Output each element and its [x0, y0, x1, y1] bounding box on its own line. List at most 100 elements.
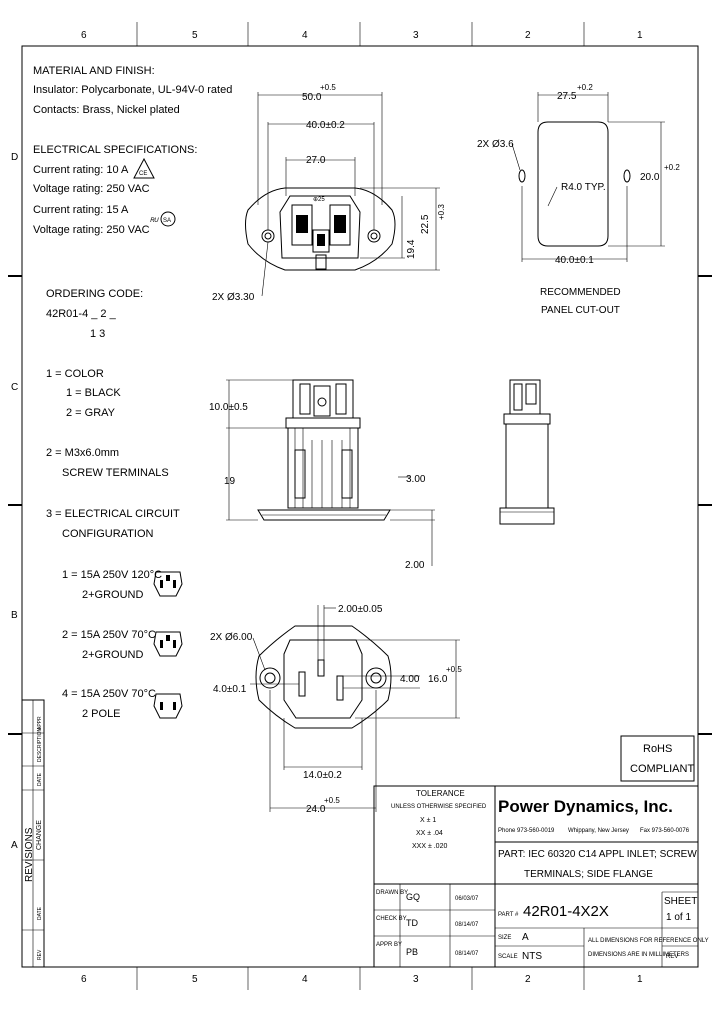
check-by-label: CHECK BY: [376, 916, 407, 922]
dim-27: 27.0: [306, 155, 326, 166]
title-block: TOLERANCE UNLESS OTHERWISE SPECIFIED X ±…: [373, 785, 709, 968]
row-label: A: [11, 840, 18, 851]
tolerance-x: X ± 1: [420, 817, 436, 824]
side-dim-19: 19: [224, 476, 236, 487]
sheet-value: 1 of 1: [666, 912, 691, 923]
front-view-dims: 2.00±0.05 2X Ø6.00 4.0±0.1 4.00 16.0 +0.…: [210, 604, 462, 815]
side-dim-3: 3.00: [406, 474, 426, 485]
cutout-label-1: RECOMMENDED: [540, 287, 621, 298]
rev-date: DATE: [37, 772, 43, 786]
front-dim-24-tol: +0.5: [324, 796, 340, 805]
part-description: PART: IEC 60320 C14 APPL INLET; SCREW: [498, 849, 697, 860]
material-heading: MATERIAL AND FINISH:: [33, 65, 155, 77]
col-label: 4: [302, 30, 308, 41]
units-note: DIMENSIONS ARE IN MILLIMETERS: [588, 952, 689, 958]
col-label: 1: [637, 30, 643, 41]
drawn-by-label: DRAWN BY: [376, 890, 408, 896]
cut-holes: 2X Ø3.6: [477, 139, 514, 150]
dim-50-tol: +0.5: [320, 83, 336, 92]
ordering-code-positions: 1 3: [90, 328, 105, 340]
front-dim-400: 4.00: [400, 674, 420, 685]
dim-22: 22.5: [420, 214, 431, 234]
circuit-heading-2: CONFIGURATION: [62, 528, 154, 540]
end-view: [499, 379, 555, 525]
side-view-dims: 10.0±0.5 19 3.00 2.00: [209, 379, 435, 571]
dim-40: 40.0±0.2: [306, 120, 345, 131]
rev-label: REV: [666, 954, 678, 960]
col-label: 3: [413, 30, 419, 41]
reference-note: ALL DIMENSIONS FOR REFERENCE ONLY: [588, 938, 709, 944]
front-dim-200: 2.00±0.05: [338, 604, 383, 615]
electrical-heading: ELECTRICAL SPECIFICATIONS:: [33, 144, 197, 156]
rohs-text: RoHS: [643, 743, 672, 755]
ordering-code-value: 42R01-4 _ 2 _: [46, 308, 117, 320]
tolerance-sub: UNLESS OTHERWISE SPECIFIED: [391, 804, 487, 810]
sheet-label: SHEET: [664, 896, 697, 907]
part-number: 42R01-4X2X: [523, 903, 609, 920]
cut-dim-40: 40.0±0.1: [555, 255, 594, 266]
circuit-option-2: 2 = 15A 250V 70°C: [62, 629, 156, 641]
size-label: SIZE: [498, 935, 511, 941]
row-label: C: [11, 382, 18, 393]
rev-change: CHANGE: [36, 820, 43, 850]
circuit-heading: 3 = ELECTRICAL CIRCUIT: [46, 508, 180, 520]
size-value: A: [522, 932, 529, 943]
front-dim-24: 24.0: [306, 804, 326, 815]
appr-by-label: APPR BY: [376, 942, 402, 948]
rev-rev: REV: [37, 949, 43, 960]
ordering-heading: ORDERING CODE:: [46, 288, 143, 300]
dim-holes: 2X Ø3.30: [212, 292, 255, 303]
tolerance-heading: TOLERANCE: [416, 789, 465, 798]
circuit-option-4-desc: 2 POLE: [82, 708, 121, 720]
dim-50: 50.0: [302, 92, 322, 103]
circuit-option-1-desc: 2+GROUND: [82, 589, 143, 601]
c14-inlet-icon: [153, 693, 183, 719]
front-dim-16-tol: +0.5: [446, 665, 462, 674]
svg-text:SA: SA: [163, 218, 171, 224]
drawn-by: GQ: [406, 892, 420, 902]
front-dim-40: 4.0±0.1: [213, 684, 247, 695]
screw-option-desc: SCREW TERMINALS: [62, 467, 169, 479]
revisions-strip: REVISIONS APPR DESCRIPTION DATE CHANGE D…: [21, 699, 45, 968]
front-dim-holes: 2X Ø6.00: [210, 632, 253, 643]
ordering-code: ORDERING CODE: 42R01-4 _ 2 _ 1 3 1 = COL…: [46, 288, 183, 720]
tolerance-xx: XX ± .04: [416, 830, 443, 837]
front-view: [255, 625, 392, 729]
top-view-dims: 50.0 +0.5 40.0±0.2 27.0 22.5 +0.3 19.4 2…: [212, 83, 446, 303]
svg-text:CE: CE: [139, 171, 147, 177]
col-label: 3: [413, 974, 419, 985]
material-notes: MATERIAL AND FINISH: Insulator: Polycarb…: [33, 65, 232, 236]
panel-cutout: 40.0±0.1 27.5 +0.2 20.0 +0.2 2X Ø3.6 R4.…: [477, 83, 680, 316]
rev-approved: APPR: [37, 716, 43, 730]
appr-date: 08/14/07: [455, 951, 479, 957]
ce-warning-icon: CE: [133, 157, 155, 179]
part-number-label: PART #: [498, 912, 519, 918]
circuit-option-2-desc: 2+GROUND: [82, 649, 143, 661]
csa-icon: SA: [160, 211, 176, 227]
check-by: TD: [406, 918, 418, 928]
voltage-rating-2: Voltage rating: 250 VAC: [33, 224, 150, 236]
rohs-compliant: COMPLIANT: [630, 763, 694, 775]
current-rating-2: Current rating: 15 A: [33, 204, 129, 216]
color-gray: 2 = GRAY: [66, 407, 116, 419]
rev-description: DESCRIPTION: [37, 727, 43, 762]
scale-label: SCALE: [498, 954, 518, 960]
row-label: D: [11, 152, 18, 163]
col-label: 5: [192, 30, 198, 41]
company-name: Power Dynamics, Inc.: [498, 797, 673, 816]
side-view: [257, 379, 391, 521]
c14-inlet-icon: [153, 571, 183, 597]
insulator-spec: Insulator: Polycarbonate, UL-94V-0 rated: [33, 84, 232, 96]
circuit-option-1: 1 = 15A 250V 120°C: [62, 569, 162, 581]
company-phone: Phone 973-560-0019: [498, 828, 555, 834]
rev-date-2: DATE: [37, 906, 43, 920]
drawn-date: 06/03/07: [455, 896, 479, 902]
rating-mark: ⊕25: [313, 197, 325, 203]
voltage-rating-1: Voltage rating: 250 VAC: [33, 183, 150, 195]
zone-rows: D C B A: [8, 152, 712, 851]
c14-inlet-icon: [153, 631, 183, 657]
side-dim-2: 2.00: [405, 560, 425, 571]
col-label: 1: [637, 974, 643, 985]
cut-dim-27: 27.5: [557, 91, 577, 102]
